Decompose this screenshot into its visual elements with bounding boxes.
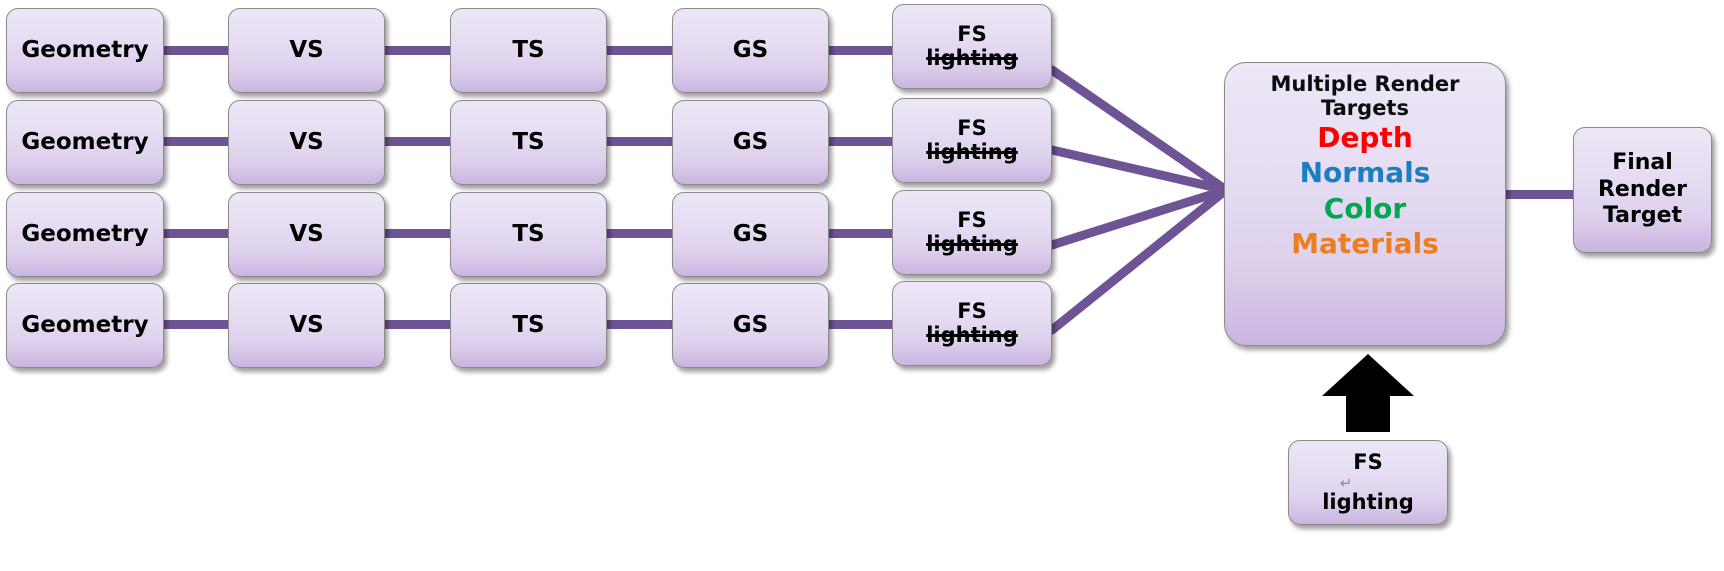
mrt-channel-normals: Normals — [1299, 156, 1431, 190]
node-fs-lighting-row2[interactable]: FS lighting — [892, 98, 1052, 183]
node-fs-lighting-pass[interactable]: FS ↵ lighting — [1288, 440, 1448, 525]
node-label: GS — [732, 36, 769, 63]
node-fs-lighting-row1[interactable]: FS lighting — [892, 4, 1052, 89]
mrt-header-line1: Multiple Render — [1270, 72, 1460, 96]
node-label: VS — [289, 220, 324, 247]
connector-fs2-mrt — [1047, 145, 1231, 195]
node-label: Geometry — [21, 220, 149, 247]
connector-fs1-mrt — [1047, 65, 1231, 195]
node-geometry-row2[interactable]: Geometry — [6, 100, 164, 185]
node-label: VS — [289, 311, 324, 338]
node-ts-row4[interactable]: TS — [450, 283, 607, 368]
frt-label-line1: Final — [1612, 149, 1673, 175]
mrt-channel-color: Color — [1323, 191, 1407, 225]
node-label: Geometry — [21, 36, 149, 63]
frt-label-line2: Render — [1597, 176, 1688, 202]
connector-fs4-mrt — [1047, 185, 1231, 335]
node-multiple-render-targets[interactable]: Multiple Render Targets Depth Normals Co… — [1224, 62, 1506, 346]
node-geometry-row3[interactable]: Geometry — [6, 192, 164, 277]
node-label-line1: FS — [957, 298, 987, 323]
node-gs-row4[interactable]: GS — [672, 283, 829, 368]
connector-r3-geometry-vs — [163, 229, 231, 238]
node-label-line1: FS — [957, 115, 987, 140]
node-vs-row2[interactable]: VS — [228, 100, 385, 185]
node-ts-row3[interactable]: TS — [450, 192, 607, 277]
node-gs-row1[interactable]: GS — [672, 8, 829, 93]
connector-r1-ts-gs — [605, 46, 675, 55]
connector-r2-ts-gs — [605, 137, 675, 146]
node-label-line2: lighting — [926, 322, 1018, 347]
node-final-render-target[interactable]: Final Render Target — [1573, 127, 1712, 253]
node-label-line1: FS — [1353, 449, 1383, 474]
frt-label-line3: Target — [1602, 203, 1683, 229]
node-geometry-row1[interactable]: Geometry — [6, 8, 164, 93]
connector-r3-vs-ts — [383, 229, 453, 238]
node-geometry-row4[interactable]: Geometry — [6, 283, 164, 368]
node-label-line1: FS — [957, 207, 987, 232]
node-gs-row2[interactable]: GS — [672, 100, 829, 185]
connector-r2-vs-ts — [383, 137, 453, 146]
node-fs-lighting-row3[interactable]: FS lighting — [892, 190, 1052, 275]
node-fs-lighting-row4[interactable]: FS lighting — [892, 281, 1052, 366]
node-label: TS — [512, 128, 545, 155]
connector-fs3-mrt — [1047, 185, 1231, 250]
node-label: GS — [732, 311, 769, 338]
node-vs-row3[interactable]: VS — [228, 192, 385, 277]
connector-r4-gs-fs — [827, 320, 895, 329]
node-label: VS — [289, 128, 324, 155]
node-label: VS — [289, 36, 324, 63]
node-label-line2: lighting — [1322, 489, 1414, 514]
connector-r1-gs-fs — [827, 46, 895, 55]
node-ts-row2[interactable]: TS — [450, 100, 607, 185]
mrt-channel-materials: Materials — [1291, 226, 1439, 260]
connector-r3-ts-gs — [605, 229, 675, 238]
connector-r1-vs-ts — [383, 46, 453, 55]
node-label-line1: FS — [957, 21, 987, 46]
connector-r4-ts-gs — [605, 320, 675, 329]
node-label: GS — [732, 220, 769, 247]
node-label: Geometry — [21, 128, 149, 155]
node-ts-row1[interactable]: TS — [450, 8, 607, 93]
node-label: Geometry — [21, 311, 149, 338]
node-vs-row4[interactable]: VS — [228, 283, 385, 368]
node-label: GS — [732, 128, 769, 155]
connector-r1-geometry-vs — [163, 46, 231, 55]
node-label-line2: lighting — [926, 139, 1018, 164]
arrow-up-icon — [1322, 354, 1414, 432]
mrt-header-line2: Targets — [1321, 95, 1409, 120]
node-label: TS — [512, 311, 545, 338]
node-label-line2: lighting — [926, 231, 1018, 256]
mrt-channel-depth: Depth — [1317, 121, 1413, 155]
connector-r2-geometry-vs — [163, 137, 231, 146]
node-label-line2: lighting — [926, 45, 1018, 70]
node-label: TS — [512, 220, 545, 247]
node-gs-row3[interactable]: GS — [672, 192, 829, 277]
connector-r3-gs-fs — [827, 229, 895, 238]
connector-r4-geometry-vs — [163, 320, 231, 329]
connector-r4-vs-ts — [383, 320, 453, 329]
connector-r2-gs-fs — [827, 137, 895, 146]
connector-mrt-final-render-target — [1498, 190, 1578, 199]
node-vs-row1[interactable]: VS — [228, 8, 385, 93]
return-symbol-icon: ↵ — [1339, 473, 1353, 492]
node-label: TS — [512, 36, 545, 63]
